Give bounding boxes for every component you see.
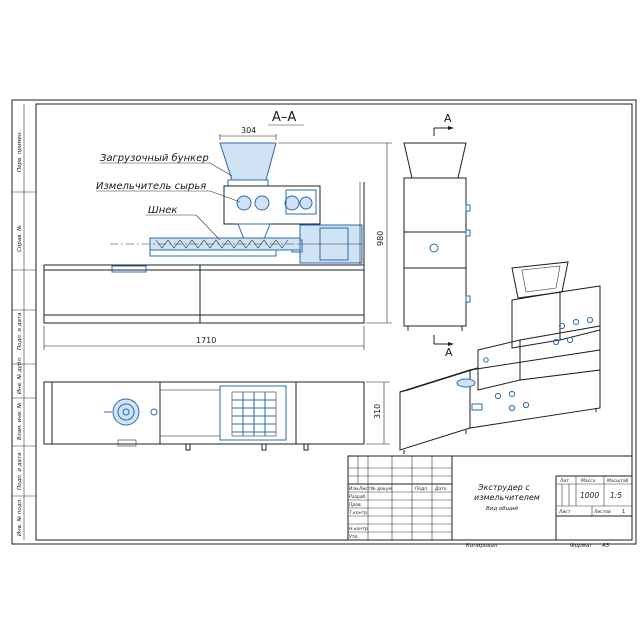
- dim-height: 980: [376, 231, 385, 246]
- plan-view: 310: [43, 381, 390, 451]
- side-hopper: [403, 142, 467, 179]
- tb-hdr-doc: № докум.: [370, 486, 393, 492]
- tb-hdr-list: Лист: [358, 486, 371, 492]
- tb-view-type: Вид общий: [486, 506, 518, 512]
- tb-scale-value: 1:5: [610, 491, 622, 500]
- tb-hdr-date: Дата: [434, 486, 447, 492]
- stamp-text: Справ. №: [17, 225, 23, 252]
- tb-format-value: A3: [601, 543, 610, 549]
- tb-col-scale: Масштаб: [607, 478, 629, 484]
- plan-die: [112, 398, 140, 426]
- tb-name-line1: Экструдер с: [477, 483, 530, 492]
- machine-frame: [43, 264, 365, 324]
- plan-outline: [43, 381, 365, 445]
- side-body: [403, 177, 467, 327]
- tb-copied: Копировал: [466, 543, 498, 549]
- section-view-front: A–A Загрузочный бункер: [43, 110, 392, 350]
- tb-sheet-label: Лист: [558, 509, 571, 515]
- isometric-view: [399, 261, 601, 454]
- side-view: A A: [403, 112, 471, 359]
- stamp-text: Взам. инв. №: [17, 402, 23, 440]
- title-block: Изм. Лист № докум. Подп. Дата Разраб. Пр…: [347, 455, 633, 549]
- grinder-housing: [223, 185, 321, 225]
- dim-length: 1710: [196, 336, 216, 345]
- tb-hdr-izm: Изм.: [349, 486, 360, 492]
- callout-hopper: Загрузочный бункер: [100, 152, 209, 164]
- tb-col-lit: Лит.: [559, 478, 570, 484]
- section-label: A–A: [272, 110, 296, 125]
- tb-row-prov: Пров.: [349, 502, 362, 508]
- tb-format-label: Формат: [570, 543, 593, 549]
- cut-label-bottom: A: [445, 346, 453, 359]
- stamp-text: Инв. № подл.: [17, 498, 23, 536]
- cut-label-top: A: [444, 112, 452, 125]
- tb-row-tkontr: Т.контр.: [349, 510, 369, 516]
- tb-name-line2: измельчителем: [474, 493, 540, 502]
- callout-grinder: Измельчитель сырья: [96, 181, 206, 192]
- side-stamp-strip: Перв. примен. Справ. № Подп. и дата Инв.…: [12, 104, 36, 540]
- tb-col-mass: Масса: [581, 478, 596, 484]
- grinder-grid: [231, 391, 277, 437]
- dim-hopper-width: 304: [241, 126, 256, 135]
- outer-frame: [11, 99, 637, 545]
- inner-frame: [35, 103, 633, 541]
- tb-mass-value: 1000: [580, 491, 599, 500]
- tb-row-nkontr: Н.контр.: [349, 526, 369, 532]
- tb-row-utv: Утв.: [349, 534, 358, 540]
- stamp-text: Инв. № дубл.: [17, 356, 23, 394]
- stamp-text: Подп. и дата: [17, 312, 23, 350]
- tb-sheets-value: 1: [622, 509, 625, 515]
- hopper: [219, 142, 277, 181]
- stamp-text: Перв. примен.: [17, 130, 23, 172]
- iso-hopper: [511, 261, 569, 299]
- tb-hdr-sign: Подп.: [415, 486, 429, 492]
- callout-screw: Шнек: [148, 205, 177, 216]
- tb-sheets-label: Листов: [593, 509, 611, 515]
- tb-row-razrab: Разраб.: [349, 494, 367, 500]
- dim-plan-width: 310: [373, 404, 382, 419]
- stamp-text: Подп. и дата: [17, 452, 23, 490]
